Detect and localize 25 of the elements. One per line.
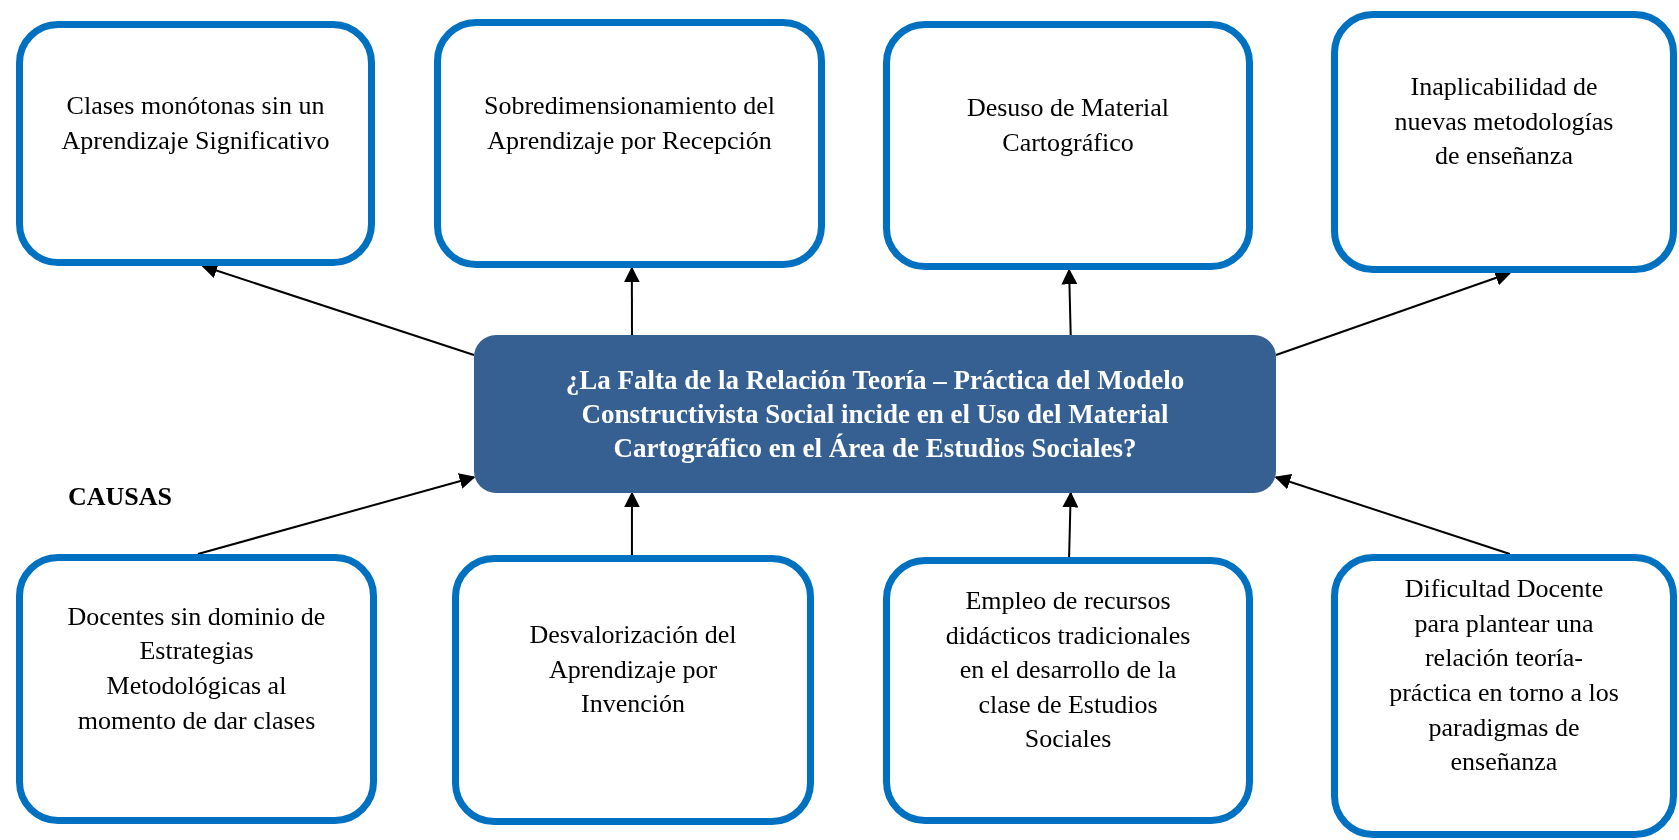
rounded-box <box>1331 554 1677 838</box>
box-text: Clases monótonas sin un Aprendizaje Significativo <box>61 89 330 157</box>
rounded-box <box>883 21 1253 270</box>
rounded-box <box>16 21 375 266</box>
section-heading: CAUSAS <box>68 482 173 512</box>
box-text: Desuso de Material Cartográfico <box>965 91 1171 159</box>
box-text: ¿La Falta de la Relación Teoría – Práctica del Modelo Constructivista Social incide en el Uso del Material Cartográfico en el Área de Estudios Sociales? <box>564 363 1186 466</box>
box-text: Empleo de recursos didácticos tradicionales en el desarrollo de la clase de Estudios Sociales <box>944 585 1192 756</box>
box-text: Sobredimensionamiento del Aprendizaje por Recepción <box>483 89 776 157</box>
box-text: Docentes sin dominio de Estrategias Metodológicas al momento de dar clases <box>66 600 327 737</box>
arrow <box>1274 474 1511 555</box>
rounded-box <box>452 555 814 825</box>
box-text: Dificultad Docente para plantear una relación teoría-práctica en torno a los paradigmas de enseñanza <box>1388 573 1620 779</box>
arrow <box>196 473 476 555</box>
arrow <box>624 491 640 556</box>
arrow <box>1061 268 1078 336</box>
rounded-box <box>434 19 825 268</box>
arrow <box>623 266 640 336</box>
question-box <box>474 335 1276 493</box>
arrow <box>1062 491 1079 558</box>
rounded-box <box>16 554 377 824</box>
box-text: Desvalorización del Aprendizaje por Invención <box>528 619 738 721</box>
box-text: Inaplicabilidad de nuevas metodologías de enseñanza <box>1393 71 1615 173</box>
rounded-box <box>883 557 1253 824</box>
rounded-box <box>1331 11 1677 273</box>
